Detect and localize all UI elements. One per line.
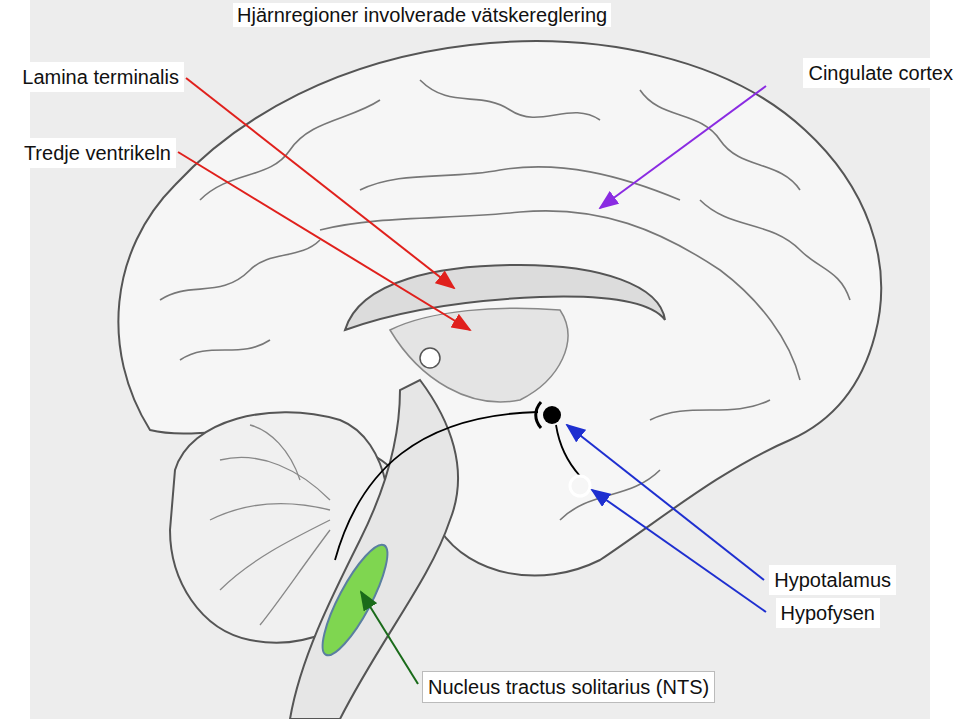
region-label: Cingulate cortex [803,58,958,88]
bracket-arc [536,402,541,428]
background [30,0,930,719]
diagram-title: Hjärnregioner involverade vätskereglerin… [233,3,611,27]
leader-arrow [361,592,418,684]
region-label: Nucleus tractus solitarius (NTS) [422,671,715,703]
leader-arrow [592,490,766,612]
pineal [420,348,440,368]
leader-arrow [186,78,454,288]
brainstem [290,380,458,719]
nts-region [312,538,398,663]
hypothalamus-dot [543,406,561,424]
region-label: Hypotalamus [769,565,896,595]
hypophysis-circle [570,476,590,496]
arbor-vitae [210,425,330,625]
neural-pathway [335,412,538,560]
region-label: Lamina terminalis [17,62,184,92]
leader-arrow [600,86,766,208]
region-label: Tredje ventrikeln [19,138,176,168]
region-label: Hypofysen [776,598,881,628]
leader-arrow [178,152,470,330]
leader-arrow [567,425,764,580]
